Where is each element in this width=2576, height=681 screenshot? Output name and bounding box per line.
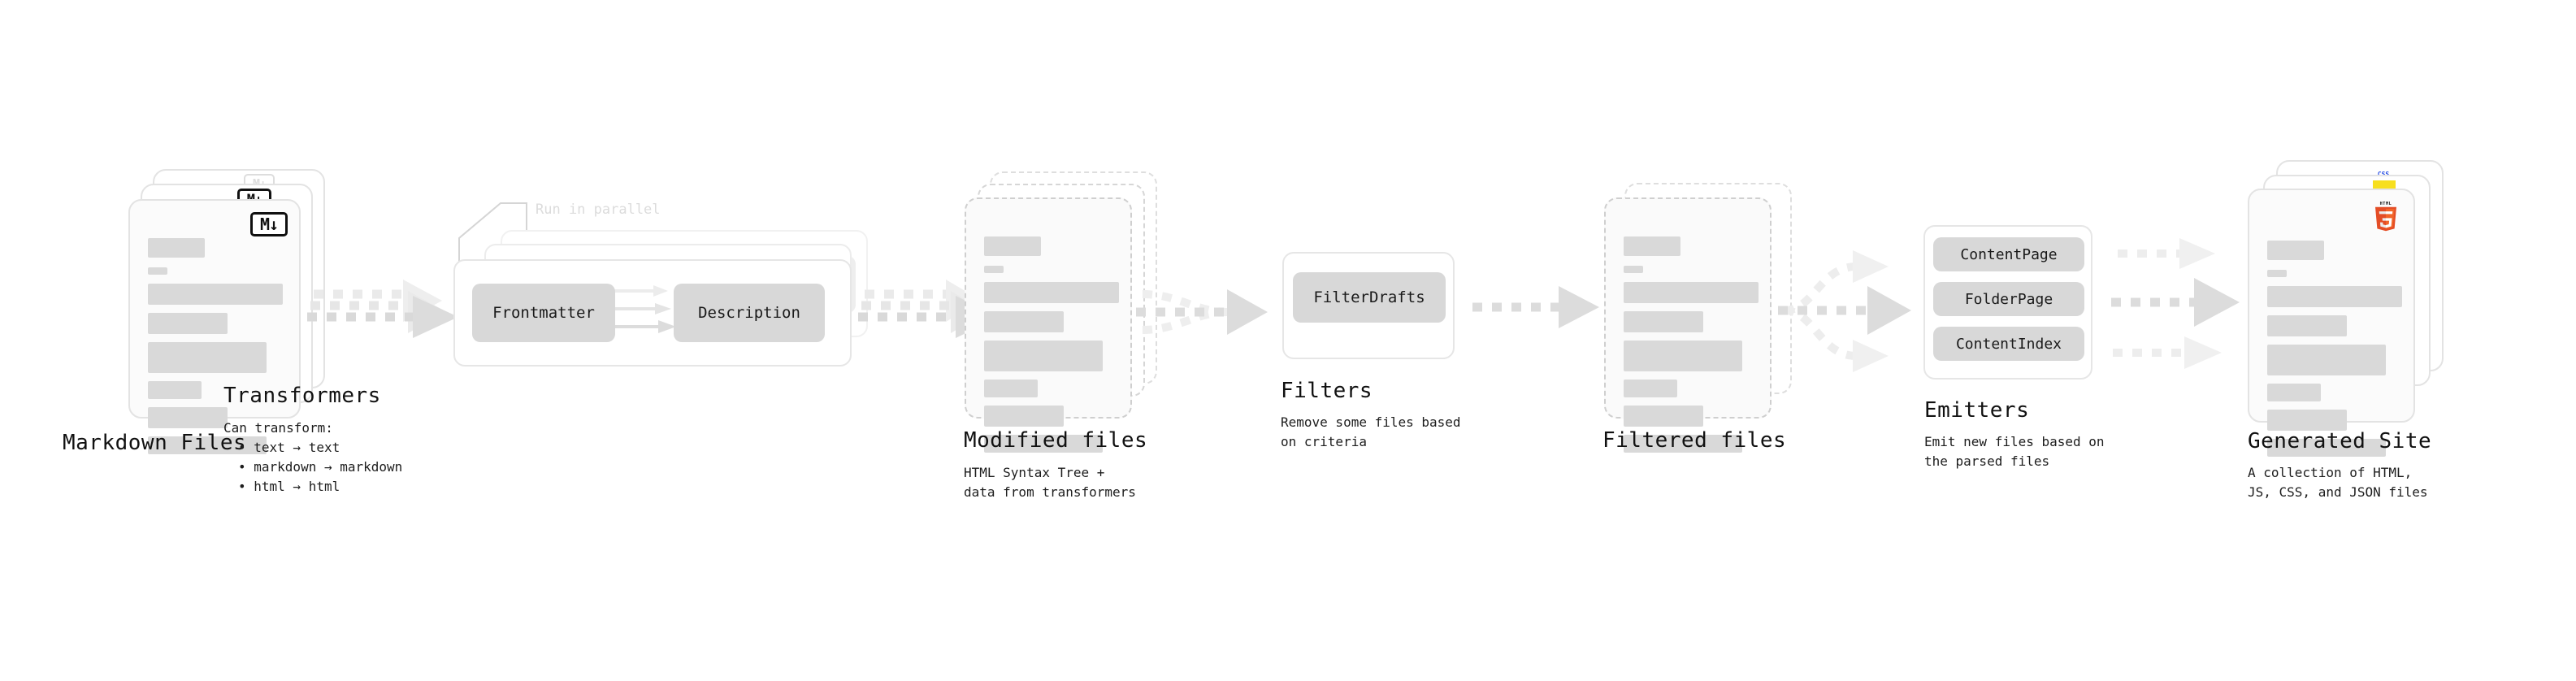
- markdown-card-front: M↓: [128, 199, 301, 454]
- skeleton-bar: [2267, 286, 2402, 307]
- skeleton-bar: [2267, 241, 2324, 260]
- filter-pill-filterdrafts[interactable]: FilterDrafts: [1293, 272, 1446, 323]
- arrow-filtered-files-to-emitters: [1778, 250, 1911, 372]
- arrow-modified-files-to-filters: [1136, 289, 1268, 335]
- run-in-parallel-bracket: [458, 202, 527, 262]
- stage-subtitle-transformers: Can transform:: [223, 420, 333, 436]
- stage-title-filtered-files: Filtered files: [1602, 428, 1787, 453]
- modified-card-front: [965, 197, 1132, 453]
- skeleton-bar: [1624, 311, 1703, 332]
- skeleton-bar: [1624, 406, 1703, 427]
- skeleton-bar: [148, 342, 267, 373]
- transformer-internal-arrows: [608, 285, 676, 333]
- skeleton-bar: [984, 406, 1064, 427]
- transformers-bullet-item: • html → html: [238, 479, 340, 494]
- arrow-filters-to-filtered-files: [1472, 286, 1599, 328]
- emitter-pill-contentpage[interactable]: ContentPage: [1933, 237, 2084, 271]
- skeleton-bar: [2267, 410, 2347, 431]
- transformers-bullet-item: • markdown → markdown: [238, 459, 403, 475]
- stage-subtitle-emitters: Emit new files based on the parsed files: [1924, 434, 2105, 469]
- skeleton-bar: [984, 236, 1041, 256]
- stage-subtitle-filters: Remove some files based on criteria: [1281, 414, 1461, 449]
- transformer-pill-description[interactable]: Description: [674, 284, 825, 342]
- skeleton-bar: [984, 340, 1103, 371]
- stage-title-modified-files: Modified files: [964, 428, 1148, 453]
- skeleton-bar: [148, 238, 205, 258]
- stage-title-emitters: Emitters: [1924, 398, 2030, 423]
- stage-subtitle-modified-files: HTML Syntax Tree + data from transformer…: [964, 465, 1136, 500]
- skeleton-bar: [1624, 266, 1643, 273]
- transformers-bullet-list: • text → text • markdown → markdown • ht…: [227, 438, 402, 497]
- skeleton-bar: [984, 311, 1064, 332]
- stage-title-filters: Filters: [1281, 379, 1373, 403]
- html5-icon: HTML: [2374, 202, 2397, 232]
- generated-card-front: HTML: [2248, 189, 2415, 457]
- arrow-emitters-to-generated-site: [2111, 238, 2240, 369]
- svg-text:HTML: HTML: [2380, 202, 2392, 206]
- stage-title-transformers: Transformers: [223, 384, 381, 408]
- skeleton-bar: [1624, 236, 1680, 256]
- skeleton-bar: [148, 436, 267, 454]
- skeleton-bar: [148, 381, 202, 399]
- emitter-pill-folderpage[interactable]: FolderPage: [1933, 282, 2084, 316]
- skeleton-bar: [984, 380, 1038, 397]
- skeleton-bar: [2267, 315, 2347, 336]
- emitter-pill-contentindex[interactable]: ContentIndex: [1933, 327, 2084, 361]
- skeleton-bar: [984, 435, 1103, 453]
- stage-subtitle-generated-site: A collection of HTML, JS, CSS, and JSON …: [2248, 465, 2428, 500]
- skeleton-bar: [148, 313, 228, 334]
- skeleton-bar: [148, 267, 167, 275]
- filtered-card-front: [1604, 197, 1772, 453]
- skeleton-bar: [148, 407, 228, 428]
- skeleton-bar: [984, 266, 1004, 273]
- stage-title-generated-site: Generated Site: [2248, 429, 2432, 453]
- skeleton-bar: [2267, 439, 2386, 457]
- skeleton-bar: [148, 284, 283, 305]
- markdown-icon: M↓: [250, 212, 288, 236]
- skeleton-bar: [2267, 345, 2386, 375]
- arrow-markdown-to-transformers: [307, 280, 458, 338]
- skeleton-bar: [2267, 270, 2287, 277]
- skeleton-bar: [984, 282, 1119, 303]
- skeleton-bar: [1624, 435, 1742, 453]
- skeleton-bar: [2267, 384, 2321, 401]
- run-in-parallel-label: Run in parallel: [536, 202, 661, 218]
- transformers-bullet-item: • text → text: [238, 440, 340, 455]
- stage-title-markdown-files: Markdown Files: [63, 431, 247, 455]
- skeleton-bar: [1624, 380, 1677, 397]
- skeleton-bar: [1624, 282, 1759, 303]
- skeleton-bar: [1624, 340, 1742, 371]
- transformer-pill-frontmatter[interactable]: Frontmatter: [472, 284, 615, 342]
